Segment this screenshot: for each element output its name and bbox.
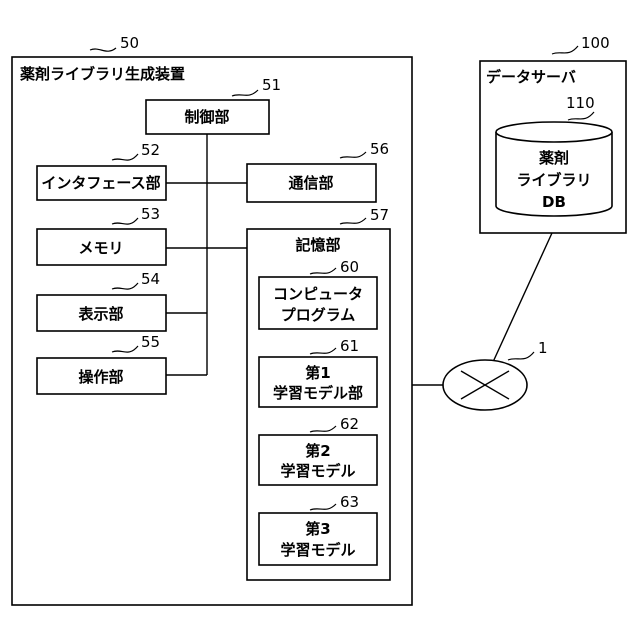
database-line2: ライブラリ <box>516 171 591 189</box>
network-leader <box>508 352 534 360</box>
learning-model-1-line2: 学習モデル部 <box>273 384 363 402</box>
database-ref: 110 <box>566 94 595 112</box>
display-unit-label: 表示部 <box>78 305 123 323</box>
learning-model-2-line1: 第2 <box>305 442 330 460</box>
memory-label: メモリ <box>78 239 123 257</box>
learning-model-2-ref: 62 <box>340 415 359 433</box>
computer-program-ref: 60 <box>340 258 359 276</box>
interface-unit-label: インタフェース部 <box>41 174 160 192</box>
learning-model-2-line2: 学習モデル <box>280 462 355 480</box>
display-unit-ref: 54 <box>141 270 160 288</box>
network-ref: 1 <box>538 339 548 357</box>
communication-unit-ref: 56 <box>370 140 389 158</box>
database-line3: DB <box>542 193 566 211</box>
device-ref: 50 <box>120 34 139 52</box>
learning-model-1-ref: 61 <box>340 337 359 355</box>
operation-unit-label: 操作部 <box>78 368 123 386</box>
interface-unit-ref: 52 <box>141 141 160 159</box>
storage-unit-label: 記憶部 <box>295 236 340 254</box>
learning-model-1-line1: 第1 <box>305 364 330 382</box>
learning-model-3-line2: 学習モデル <box>280 541 355 559</box>
database-line1: 薬剤 <box>538 149 569 167</box>
operation-unit-ref: 55 <box>141 333 160 351</box>
computer-program-line2: プログラム <box>281 306 356 324</box>
computer-program-line1: コンピュータ <box>273 285 363 303</box>
control-unit-ref: 51 <box>262 76 281 94</box>
communication-unit-label: 通信部 <box>288 174 333 192</box>
device-leader <box>90 48 116 51</box>
control-unit-label: 制御部 <box>184 108 229 126</box>
data-server-title: データサーバ <box>486 68 576 86</box>
learning-model-3-line1: 第3 <box>305 520 330 538</box>
network-icon <box>443 360 527 410</box>
storage-unit-ref: 57 <box>370 206 389 224</box>
learning-model-3-ref: 63 <box>340 493 359 511</box>
data-server-leader <box>552 46 578 54</box>
device-title: 薬剤ライブラリ生成装置 <box>19 65 185 83</box>
data-server-ref: 100 <box>581 34 610 52</box>
memory-ref: 53 <box>141 205 160 223</box>
